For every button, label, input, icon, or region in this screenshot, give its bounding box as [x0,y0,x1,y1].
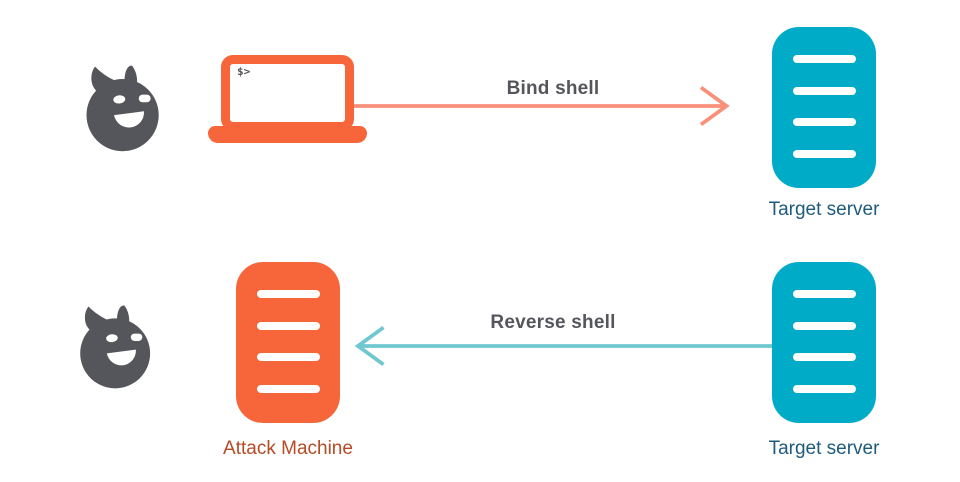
terminal-prompt: $> [237,65,251,78]
server-line [792,118,856,127]
server-line [792,86,856,95]
attack-machine-icon [236,262,340,423]
server-line [792,384,856,393]
server-line [792,321,856,330]
reverse-shell-arrow [354,325,800,367]
target-server-icon [772,27,876,188]
target-server-icon [772,262,876,423]
bind-shell-arrow-label: Bind shell [506,78,600,99]
server-line [256,321,320,330]
server-line [792,55,856,63]
target-server-label: Target server [768,438,880,459]
attack-machine-label: Attack Machine [223,438,353,459]
server-line [256,353,320,362]
target-server-label: Target server [768,199,880,220]
server-line [792,290,856,298]
laptop-base [208,126,367,143]
server-line [792,353,856,362]
laptop-terminal-icon: $> [221,55,354,131]
server-line [256,384,320,393]
server-line [256,290,320,298]
devil-face-icon [80,305,151,389]
bind-shell-arrow [351,85,730,127]
server-line [792,149,856,158]
reverse-shell-arrow-label: Reverse shell [490,312,616,333]
devil-face-icon [86,65,159,152]
